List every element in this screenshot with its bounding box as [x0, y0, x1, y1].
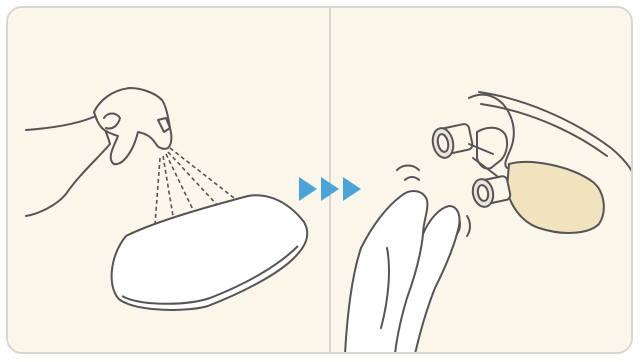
arrow-right-icon: [343, 177, 361, 201]
panel-clean-loupe: [331, 8, 633, 352]
clean-loupe-illustration: [331, 8, 633, 354]
next-step-arrows: [297, 175, 367, 203]
arrow-right-icon: [321, 177, 339, 201]
spray-cloth-illustration: [8, 8, 329, 354]
arrow-right-icon: [299, 177, 317, 201]
instruction-frame: [6, 6, 633, 354]
panel-spray-cloth: [8, 8, 329, 352]
spray-bottle-icon: [26, 88, 171, 216]
loupe-glasses-icon: [430, 92, 633, 233]
hand-with-cloth-icon: [345, 191, 460, 354]
cloth-icon: [112, 195, 308, 310]
